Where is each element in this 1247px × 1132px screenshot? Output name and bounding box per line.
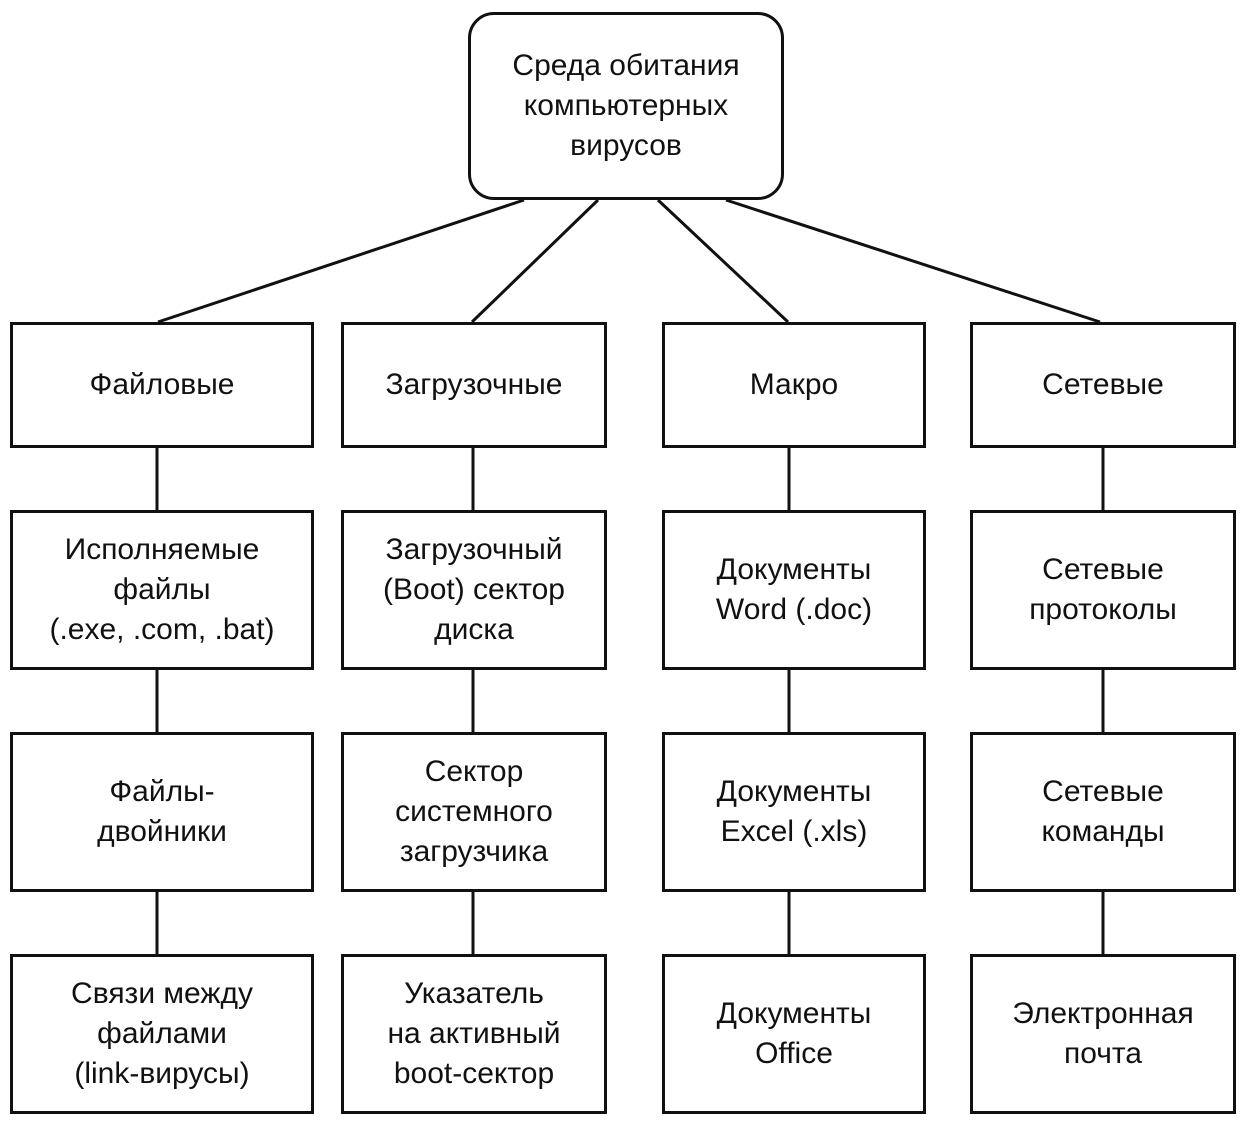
files-item-companions: Файлы- двойники: [10, 732, 314, 892]
network-item-protocols: Сетевые протоколы: [970, 510, 1236, 670]
boot-item-boot-sector: Загрузочный (Boot) сектор диска: [341, 510, 607, 670]
boot-item-active-pointer: Указатель на активный boot-сектор: [341, 954, 607, 1114]
macro-item-excel: Документы Excel (.xls): [662, 732, 926, 892]
files-item-executables: Исполняемые файлы (.exe, .com, .bat): [10, 510, 314, 670]
connector-root-macro: [656, 198, 790, 324]
boot-item-loader-sector: Сектор системного загрузчика: [341, 732, 607, 892]
category-boot: Загрузочные: [341, 322, 607, 448]
connector-root-files: [157, 198, 525, 324]
network-item-email: Электронная почта: [970, 954, 1236, 1114]
files-item-links: Связи между файлами (link-вирусы): [10, 954, 314, 1114]
category-network: Сетевые: [970, 322, 1236, 448]
connector-root-network: [725, 198, 1101, 324]
macro-item-office: Документы Office: [662, 954, 926, 1114]
category-files: Файловые: [10, 322, 314, 448]
root-node: Среда обитания компьютерных вирусов: [468, 12, 784, 200]
connector-root-boot: [470, 198, 600, 324]
category-macro: Макро: [662, 322, 926, 448]
network-item-commands: Сетевые команды: [970, 732, 1236, 892]
macro-item-word: Документы Word (.doc): [662, 510, 926, 670]
